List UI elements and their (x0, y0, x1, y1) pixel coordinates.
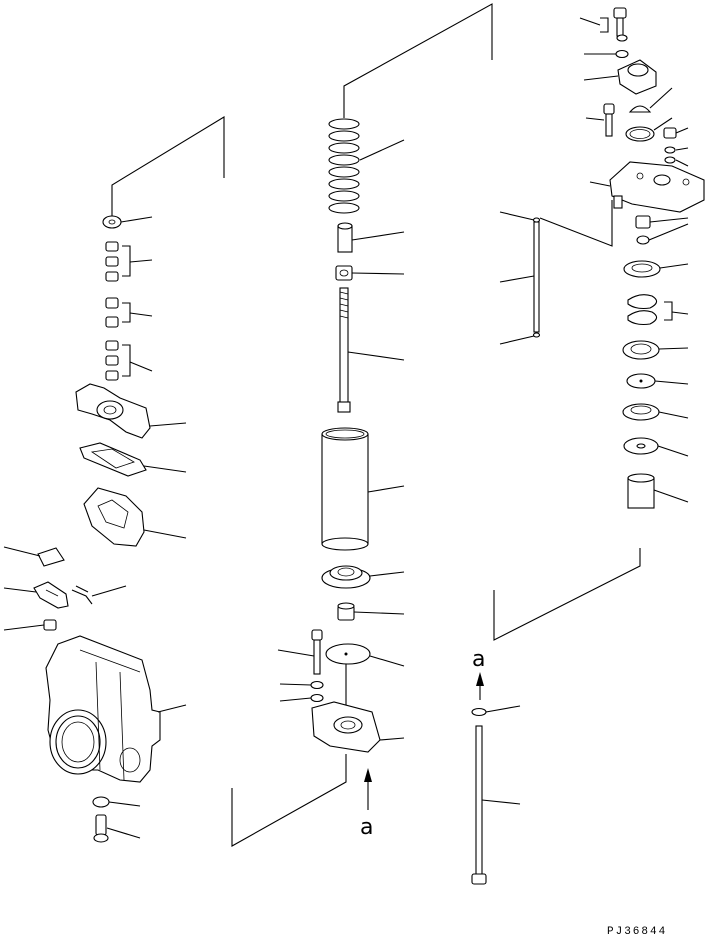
part-bolt-top-right[interactable] (613, 7, 627, 37)
part-main-housing[interactable] (45, 635, 161, 783)
part-washer-right-1[interactable] (664, 146, 676, 154)
part-washer-top-right[interactable] (615, 49, 629, 59)
right-assembly-column (493, 7, 705, 641)
reference-label-a-upper: a (472, 647, 485, 672)
part-spacer[interactable] (337, 222, 353, 253)
part-nut-group-2[interactable] (105, 297, 119, 328)
part-nut-right-2[interactable] (635, 215, 651, 229)
part-valve-body[interactable] (609, 161, 705, 213)
part-upper-bracket[interactable] (75, 383, 151, 439)
part-cylinder-sleeve[interactable] (321, 427, 369, 551)
part-long-rod-upper[interactable] (532, 217, 541, 338)
part-threaded-rod[interactable] (337, 287, 351, 413)
part-dome[interactable] (628, 105, 652, 113)
part-base-block[interactable] (311, 701, 381, 753)
part-bolt-middle[interactable] (311, 629, 323, 675)
part-washer-right-2[interactable] (664, 156, 676, 164)
part-spring[interactable] (328, 118, 360, 214)
part-housing-cover[interactable] (83, 487, 145, 547)
part-seal-ring[interactable] (622, 340, 660, 360)
reference-arrow-a-upper: a (472, 647, 485, 700)
part-piston[interactable] (627, 473, 655, 509)
part-nut-group-3[interactable] (105, 340, 119, 381)
part-shim-pair[interactable] (627, 294, 658, 326)
left-assembly-column (3, 116, 225, 843)
part-washer-middle-1[interactable] (310, 680, 324, 690)
drawing-code: PJ36844 (607, 926, 668, 938)
part-bolt-bottom-left[interactable] (93, 814, 109, 843)
part-disc-plate[interactable] (325, 643, 371, 665)
part-gasket-left[interactable] (79, 442, 147, 477)
part-lever-block[interactable] (37, 547, 65, 567)
reference-label-a-lower: a (360, 815, 373, 840)
part-sensor-pin[interactable] (603, 103, 615, 137)
part-seal-cup-2[interactable] (622, 403, 660, 421)
part-nut-right-1[interactable] (663, 127, 677, 139)
part-hex-nut-middle[interactable] (335, 265, 353, 281)
part-retainer[interactable] (623, 437, 659, 455)
part-spring-seat[interactable] (321, 565, 371, 589)
middle-assembly-column: a (231, 3, 493, 847)
part-link-plate[interactable] (33, 581, 69, 609)
part-nut-group-1[interactable] (105, 241, 119, 282)
part-seal-cup-1[interactable] (623, 260, 661, 278)
push-rod-column: a (471, 200, 613, 885)
part-washer-top-left[interactable] (102, 215, 122, 229)
part-cap[interactable] (617, 59, 657, 95)
part-nut-small[interactable] (43, 619, 57, 631)
part-spring-clip[interactable] (71, 585, 93, 605)
part-bushing[interactable] (337, 602, 355, 621)
part-washer-right-3[interactable] (636, 235, 650, 245)
reference-arrow-a-lower: a (360, 768, 373, 840)
part-washer-bottom-left[interactable] (92, 796, 110, 808)
part-washer-push-rod[interactable] (471, 707, 487, 717)
part-washer-middle-2[interactable] (310, 693, 324, 703)
part-push-rod[interactable] (471, 725, 487, 885)
